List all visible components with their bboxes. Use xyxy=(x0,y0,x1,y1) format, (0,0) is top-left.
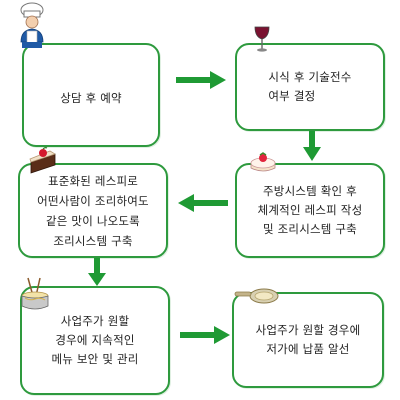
cake-slice-icon xyxy=(29,147,56,174)
wine-glass-icon xyxy=(254,26,270,52)
arrow-down-1 xyxy=(303,131,321,161)
step-3-text: 주방시스템 확인 후 체계적인 레스피 작성 및 조리시스템 구축 xyxy=(257,184,363,236)
step-2-text: 시식 후 기술전수 여부 결정 xyxy=(268,70,352,103)
cake-icon xyxy=(250,152,276,172)
step-1-box: 상담 후 예약 xyxy=(22,43,160,147)
step-4-text: 표준화된 레스피로 어떤사람이 조리하여도 같은 맛이 나오도록 조리시스템 구… xyxy=(37,173,149,248)
arrow-down-2 xyxy=(88,258,106,286)
step-4-box: 표준화된 레스피로 어떤사람이 조리하여도 같은 맛이 나오도록 조리시스템 구… xyxy=(18,163,168,258)
arrow-right-2 xyxy=(180,326,230,344)
noodle-pot-icon xyxy=(21,277,49,310)
chef-icon xyxy=(20,2,44,48)
arrow-right-1 xyxy=(176,71,226,89)
step-1-text: 상담 후 예약 xyxy=(60,90,122,105)
step-5-text: 사업주가 원할 경우에 지속적인 메뉴 보안 및 관리 xyxy=(51,314,139,366)
arrow-left-1 xyxy=(178,194,228,212)
frying-pan-icon xyxy=(234,288,279,304)
step-3-box: 주방시스템 확인 후 체계적인 레스피 작성 및 조리시스템 구축 xyxy=(235,163,385,258)
step-6-box: 사업주가 원할 경우에 저가에 납품 알선 xyxy=(232,292,384,388)
step-6-text: 사업주가 원할 경우에 저가에 납품 알선 xyxy=(255,323,361,356)
step-2-box: 시식 후 기술전수 여부 결정 xyxy=(235,43,385,131)
step-5-box: 사업주가 원할 경우에 지속적인 메뉴 보안 및 관리 xyxy=(20,286,170,395)
